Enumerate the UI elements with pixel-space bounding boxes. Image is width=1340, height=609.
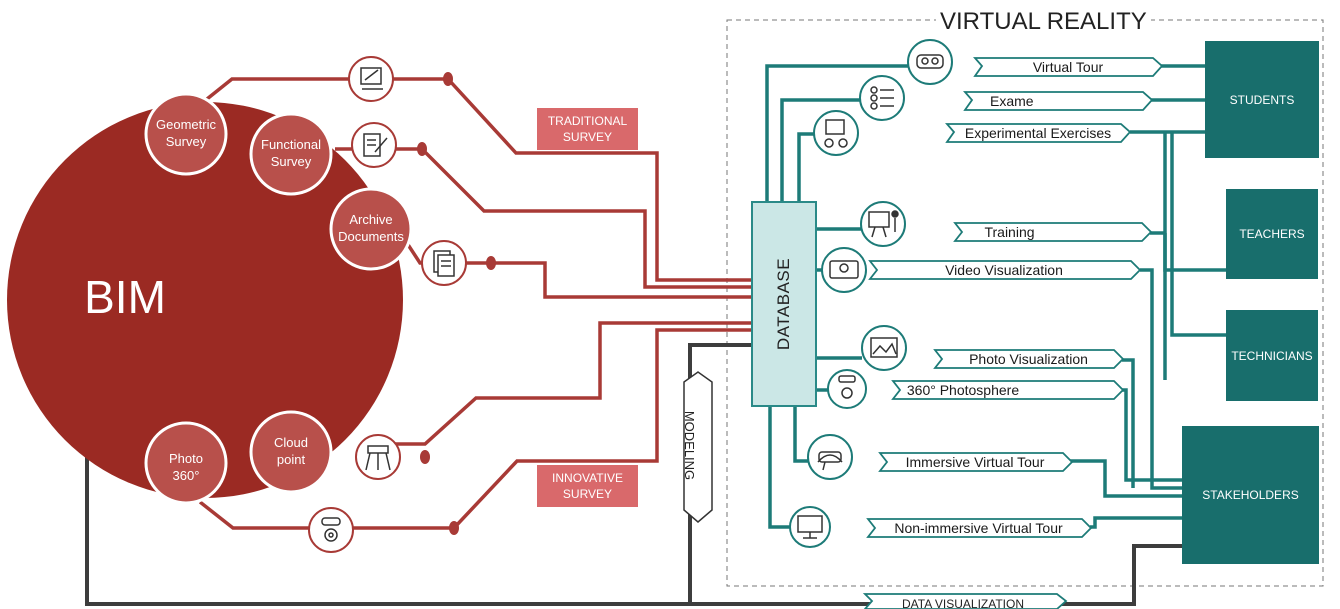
output-exame: Exame (990, 93, 1034, 109)
bim-nodes (144, 92, 413, 505)
database-box (751, 201, 817, 407)
cloud-point-label: Cloud point (274, 435, 308, 467)
output-photo-visualization: Photo Visualization (969, 351, 1088, 367)
innovative-survey-tag: INNOVATIVE SURVEY (537, 465, 638, 507)
bim-title: BIM (84, 271, 166, 323)
modeling-label-wrap: MODELING (668, 400, 712, 490)
bim-circle (7, 102, 403, 498)
output-experimental-exercises: Experimental Exercises (964, 125, 1112, 141)
modeling-label: MODELING (682, 410, 698, 480)
functional-survey-label: Functional Survey (261, 137, 321, 169)
vr-headset-icon (916, 54, 944, 69)
drawing-tablet-icon (360, 67, 383, 90)
vr-connectors (765, 64, 1228, 529)
archive-documents-label: Archive Documents (338, 212, 404, 244)
database-label: DATABASE (774, 257, 794, 351)
360-camera-icon (321, 517, 341, 542)
survey-line-dots (417, 72, 496, 535)
clipboard-pen-icon (363, 133, 388, 157)
geometric-survey-label: Geometric Survey (156, 117, 216, 149)
output-video-visualization: Video Visualization (945, 262, 1063, 278)
survey-lines (198, 77, 751, 530)
audience-teachers: TEACHERS (1226, 189, 1318, 279)
data-visualization-label: DATA VISUALIZATION (901, 597, 1025, 609)
video-player-icon (829, 260, 859, 279)
laser-scanner-icon (365, 445, 391, 471)
output-non-immersive-virtual-tour: Non-immersive Virtual Tour (894, 520, 1063, 536)
output-banners (862, 57, 1164, 609)
audience-stakeholders: STAKEHOLDERS (1182, 426, 1319, 564)
presentation-icon (868, 210, 899, 238)
output-immersive-virtual-tour: Immersive Virtual Tour (905, 454, 1045, 470)
photo-360-label: Photo 360° (169, 451, 203, 483)
virtual-reality-title: VIRTUAL REALITY (936, 8, 1151, 36)
photosphere-360-icon (838, 375, 856, 399)
output-360-photosphere: 360° Photosphere (906, 382, 1020, 398)
documents-icon (433, 250, 455, 277)
output-virtual-tour: Virtual Tour (1032, 59, 1104, 75)
vr-viewer-icon (817, 451, 843, 471)
image-icon (870, 337, 898, 358)
audience-students: STUDENTS (1205, 41, 1319, 158)
checklist-icon (870, 86, 894, 110)
database-label-wrap: DATABASE (751, 201, 817, 407)
lab-bench-icon (824, 119, 848, 148)
monitor-icon (797, 515, 823, 539)
traditional-survey-tag: TRADITIONAL SURVEY (537, 108, 638, 150)
modeling-banner (683, 371, 713, 523)
output-training: Training (984, 224, 1035, 240)
modeling-lines (85, 343, 1182, 606)
audience-technicians: TECHNICIANS (1226, 310, 1318, 401)
